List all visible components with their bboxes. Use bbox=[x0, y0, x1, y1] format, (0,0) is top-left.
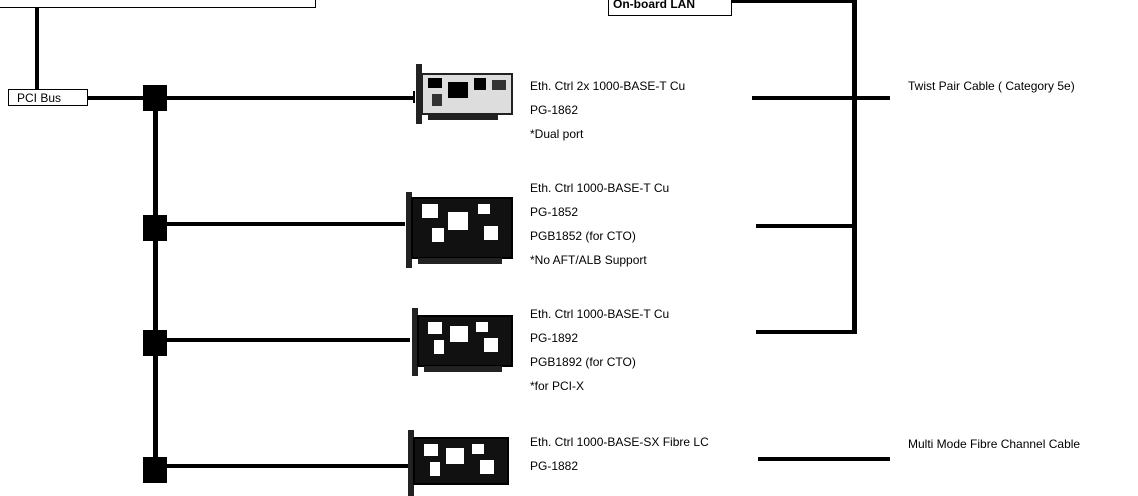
fibre-link bbox=[758, 457, 890, 461]
bus-node-2 bbox=[143, 215, 167, 241]
card-3-part: PG-1892 bbox=[530, 331, 579, 345]
onboard-lan-label: On-board LAN bbox=[613, 0, 695, 11]
card-2-cto: PGB1852 (for CTO) bbox=[530, 229, 636, 243]
card-1-name: Eth. Ctrl 2x 1000-BASE-T Cu bbox=[530, 79, 686, 93]
network-card-image-4 bbox=[408, 430, 509, 496]
card-1-note: *Dual port bbox=[530, 127, 584, 141]
pci-bus-line bbox=[88, 96, 148, 100]
bus-node-4 bbox=[143, 457, 167, 483]
card-3-label: Eth. Ctrl 1000-BASE-T Cu PG-1892 PGB1892… bbox=[530, 302, 669, 398]
network-card-image-2 bbox=[406, 192, 513, 268]
tp-link-1 bbox=[752, 96, 856, 100]
card-2-part: PG-1852 bbox=[530, 205, 579, 219]
pci-bus-box: PCI Bus bbox=[8, 89, 88, 106]
branch-3 bbox=[167, 338, 410, 342]
pci-bus-label: PCI Bus bbox=[17, 91, 62, 105]
branch-1-end bbox=[413, 91, 415, 103]
bus-node-3 bbox=[143, 330, 167, 356]
top-left-connector bbox=[35, 8, 39, 92]
card-1-label: Eth. Ctrl 2x 1000-BASE-T Cu PG-1862 *Dua… bbox=[530, 74, 685, 146]
card-2-note: *No AFT/ALB Support bbox=[530, 253, 647, 267]
network-card-image-3 bbox=[412, 308, 513, 376]
onboard-lan-box: On-board LAN bbox=[608, 0, 732, 16]
card-3-name: Eth. Ctrl 1000-BASE-T Cu bbox=[530, 307, 670, 321]
card-4-part: PG-1882 bbox=[530, 459, 579, 473]
fibre-cable-label: Multi Mode Fibre Channel Cable bbox=[908, 437, 1081, 451]
branch-4 bbox=[167, 464, 410, 468]
card-4-name: Eth. Ctrl 1000-BASE-SX Fibre LC bbox=[530, 435, 709, 449]
branch-2 bbox=[167, 222, 405, 226]
tp-link-2 bbox=[756, 224, 856, 228]
card-1-part: PG-1862 bbox=[530, 103, 579, 117]
branch-1 bbox=[167, 96, 415, 100]
twisted-pair-cable-label: Twist Pair Cable ( Category 5e) bbox=[908, 79, 1075, 93]
card-3-note: *for PCI-X bbox=[530, 379, 585, 393]
top-left-box bbox=[0, 0, 316, 8]
card-3-cto: PGB1892 (for CTO) bbox=[530, 355, 636, 369]
bus-node-1 bbox=[143, 85, 167, 111]
onboard-lan-connector bbox=[732, 0, 856, 3]
tp-trunk bbox=[852, 0, 857, 334]
card-4-label: Eth. Ctrl 1000-BASE-SX Fibre LC PG-1882 bbox=[530, 430, 709, 478]
card-2-name: Eth. Ctrl 1000-BASE-T Cu bbox=[530, 181, 670, 195]
tp-to-cable bbox=[856, 96, 890, 100]
card-2-label: Eth. Ctrl 1000-BASE-T Cu PG-1852 PGB1852… bbox=[530, 176, 669, 272]
tp-link-3 bbox=[756, 330, 856, 334]
network-card-image-1 bbox=[416, 64, 513, 124]
bus-trunk bbox=[153, 96, 158, 472]
